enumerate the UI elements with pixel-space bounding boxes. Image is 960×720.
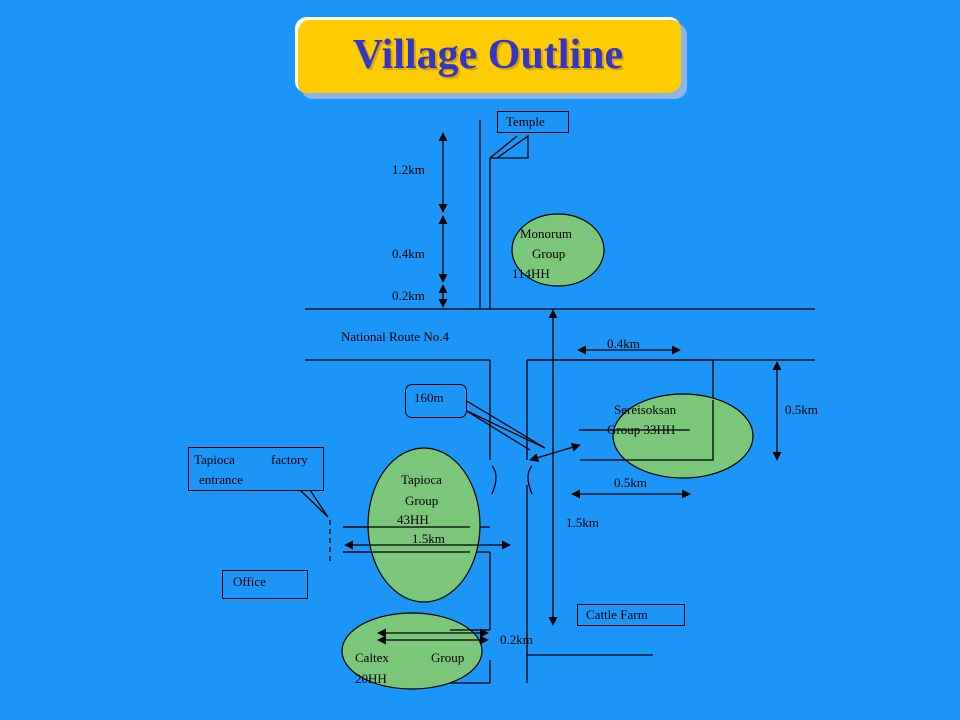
tapioca-factory-label-b: factory xyxy=(271,452,308,467)
cattle-farm-label: Cattle Farm xyxy=(586,607,648,622)
distance-1-2km: 1.2km xyxy=(392,162,425,177)
tapioca-factory-label-entrance: entrance xyxy=(199,472,244,487)
monorum-group-area xyxy=(511,213,605,287)
tapioca-group-label-2: Group xyxy=(405,493,439,508)
distance-0-4km-left: 0.4km xyxy=(392,246,425,261)
temple-access-left xyxy=(489,135,518,159)
callout-160m-pointer xyxy=(464,399,546,451)
distance-0-2km-bottom: 0.2km xyxy=(500,632,533,647)
caltex-label-b: Group xyxy=(431,650,465,665)
temple-label: Temple xyxy=(506,114,545,129)
tapioca-group-label-3: 43HH xyxy=(397,512,429,527)
temple-access-right xyxy=(490,134,529,159)
distance-0-5km-mid: 0.5km xyxy=(614,475,647,490)
tapioca-group-area xyxy=(367,447,481,603)
title-banner: Village Outline xyxy=(295,17,681,93)
sereisoksan-label-2: Group 33HH xyxy=(607,422,676,437)
road-bridge-right xyxy=(527,465,533,495)
distance-160m: 160m xyxy=(414,390,444,405)
distance-0-4km-right: 0.4km xyxy=(607,336,640,351)
tapioca-factory-label-a: Tapioca xyxy=(194,452,235,467)
distance-1-5km-left: 1.5km xyxy=(412,531,445,546)
sereisoksan-label-1: Sereisoksan xyxy=(614,402,677,417)
distance-0-5km-right: 0.5km xyxy=(785,402,818,417)
monorum-label-2: Group xyxy=(532,246,566,261)
caltex-label-a: Caltex xyxy=(355,650,389,665)
factory-callout-pointer xyxy=(299,489,329,518)
temple-box: Temple xyxy=(497,111,569,133)
monorum-label-3: 114HH xyxy=(512,266,550,281)
cattle-farm-box: Cattle Farm xyxy=(577,604,685,626)
office-label: Office xyxy=(233,574,266,589)
callout-160m xyxy=(405,384,467,418)
tapioca-factory-box: Tapioca factory entrance xyxy=(188,447,324,491)
distance-1-5km-right: 1.5km xyxy=(566,515,599,530)
monorum-label-1: Monorum xyxy=(520,226,572,241)
diagram-title: Village Outline xyxy=(352,32,624,78)
national-route-label: National Route No.4 xyxy=(341,329,449,344)
distance-0-2km-top: 0.2km xyxy=(392,288,425,303)
road-bridge-left xyxy=(491,465,497,495)
office-box: Office xyxy=(222,570,308,599)
tapioca-group-label-1: Tapioca xyxy=(401,472,442,487)
sereisoksan-group-area xyxy=(612,393,754,479)
arrow-160m xyxy=(529,442,581,463)
caltex-label-2: 20HH xyxy=(355,671,387,686)
